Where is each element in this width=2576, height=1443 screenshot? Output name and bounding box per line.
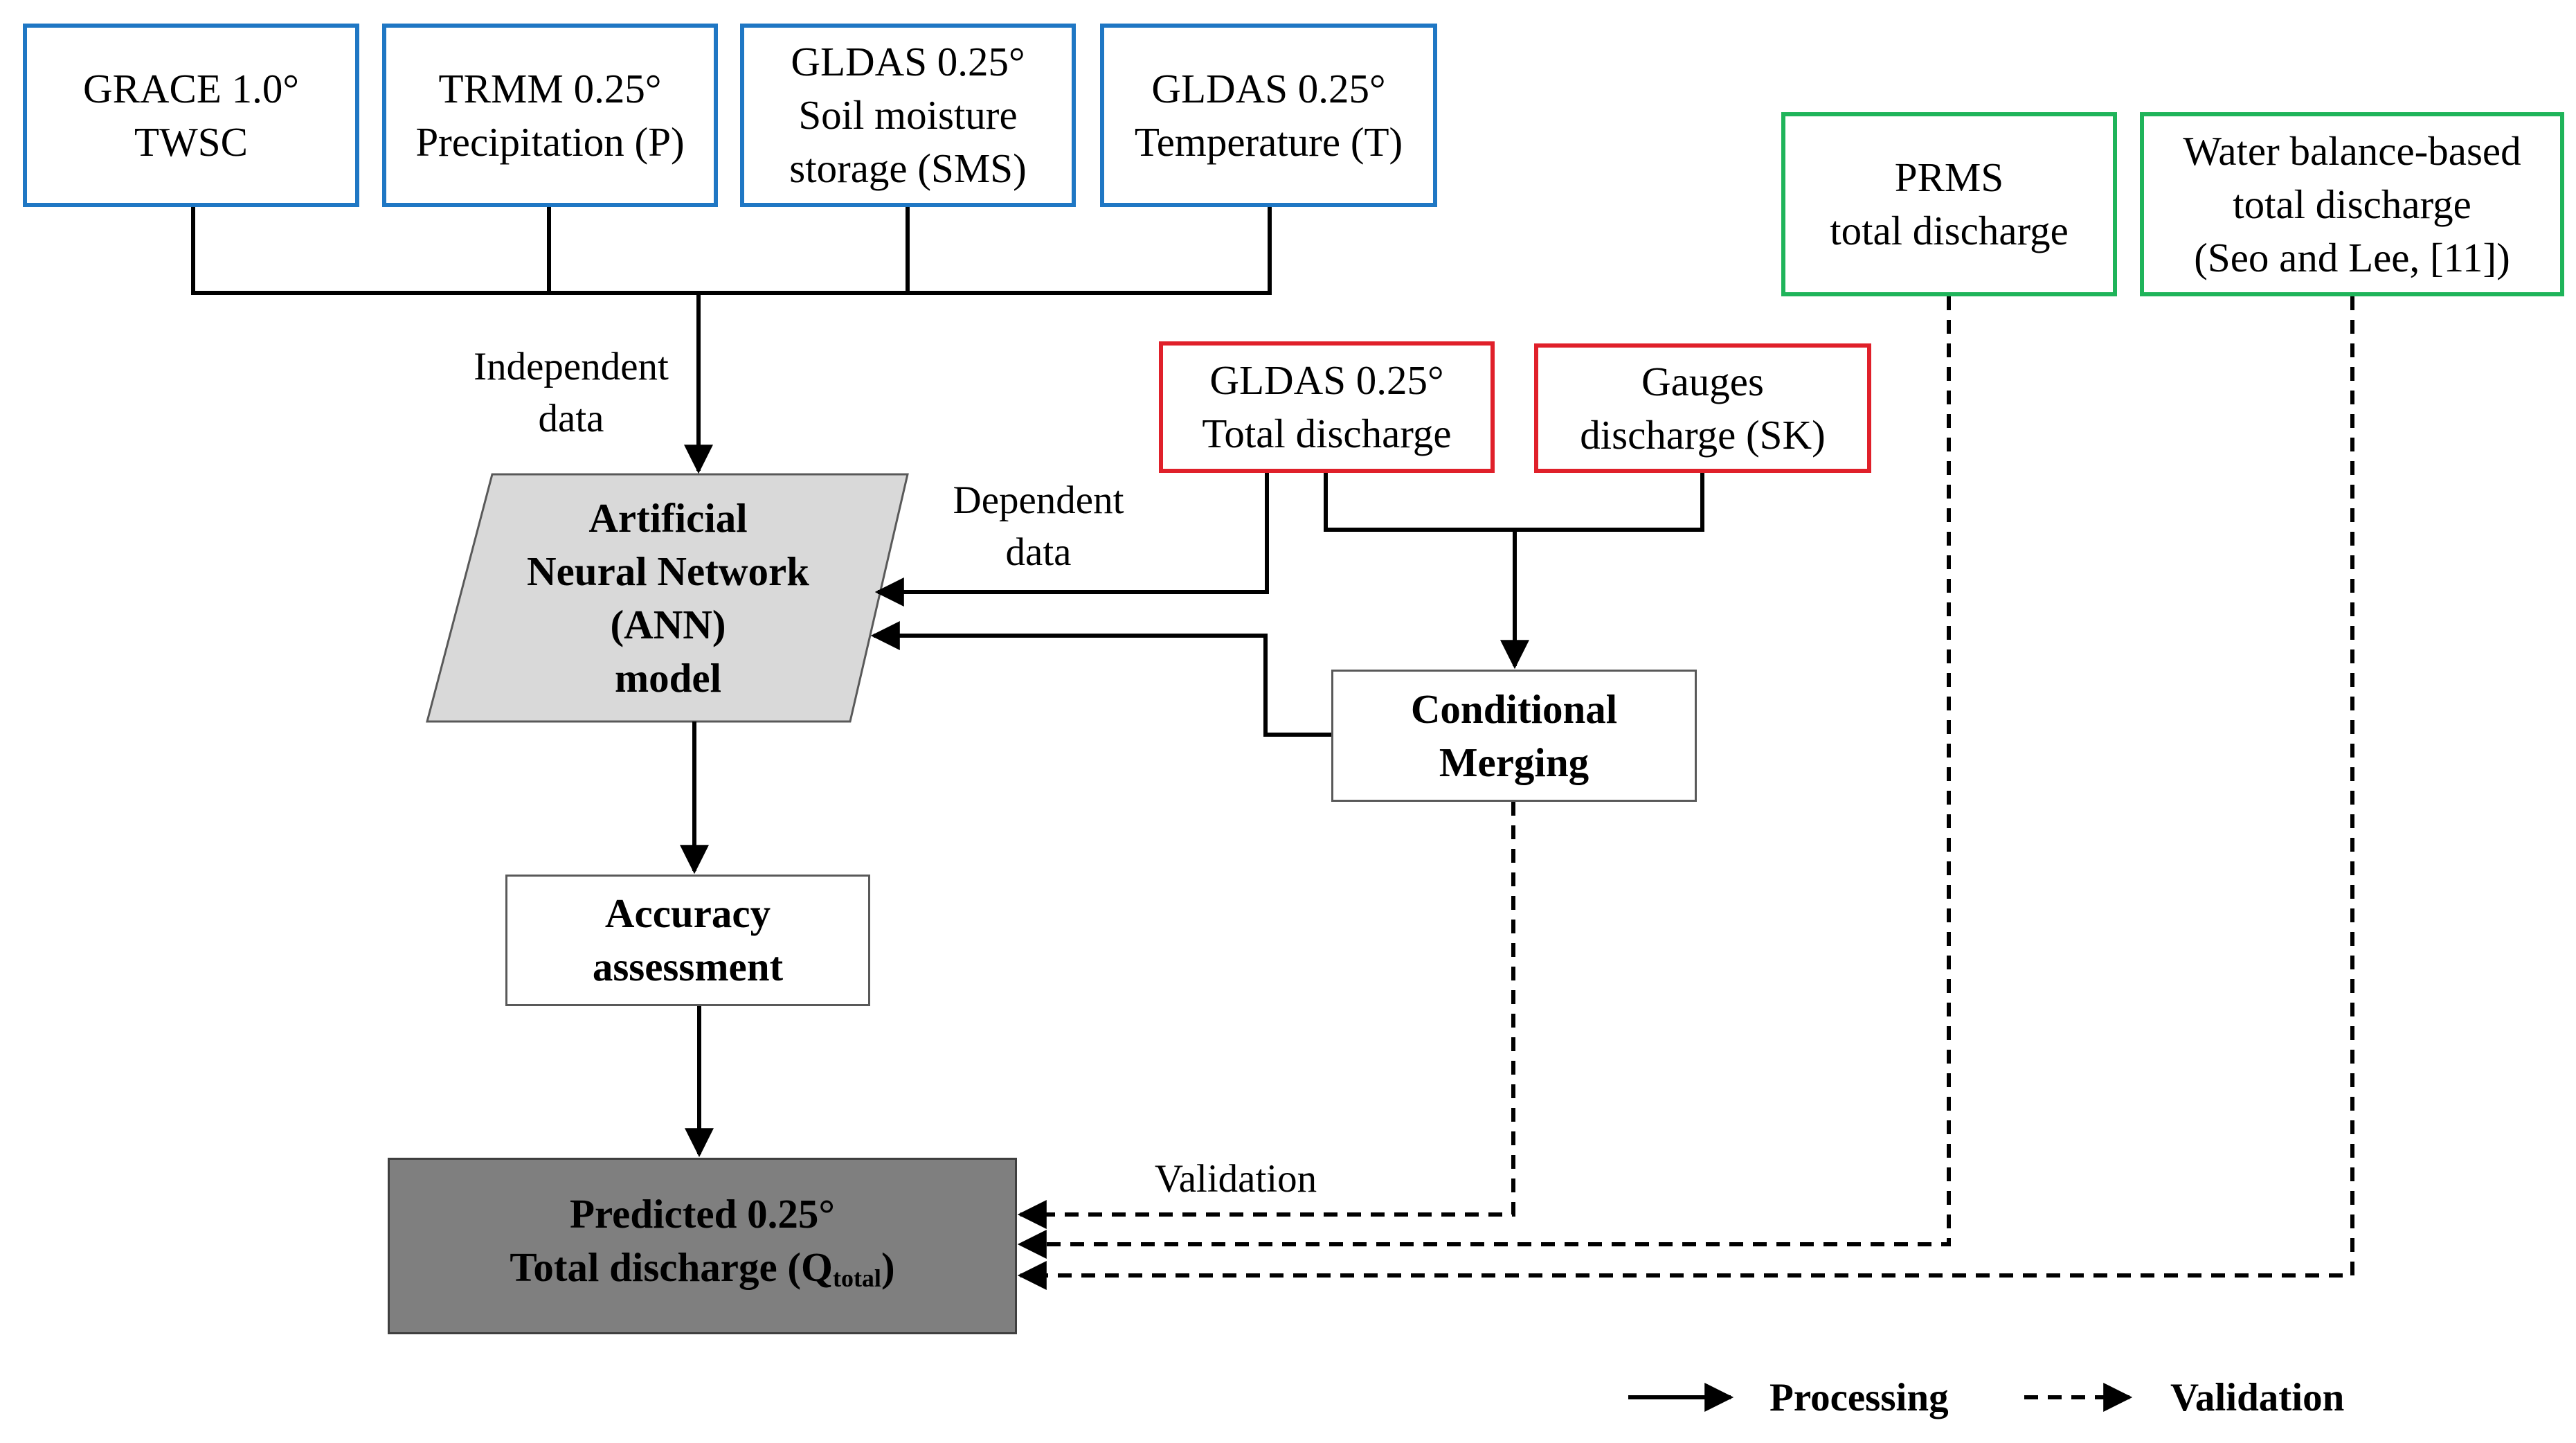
water-balance-variable: total discharge xyxy=(2233,181,2471,227)
trmm-precipitation-box: TRMM 0.25° Precipitation (P) xyxy=(382,24,718,207)
merging-line-2: Merging xyxy=(1439,739,1589,785)
gldas-sms-variable: Soil moisture xyxy=(798,92,1018,138)
grace-twsc-box: GRACE 1.0° TWSC xyxy=(23,24,359,207)
grace-title: GRACE 1.0° xyxy=(82,65,300,111)
ann-line-2: Neural Network xyxy=(527,548,809,594)
accuracy-assessment-box: Accuracy assessment xyxy=(505,875,870,1006)
merging-to-ann-arrow xyxy=(870,621,1331,737)
predicted-line-2-text: Total discharge (Q xyxy=(510,1244,833,1290)
merge-collector-lines xyxy=(1324,473,1704,532)
gauges-title: Gauges xyxy=(1641,358,1764,404)
independent-label-line-1: Independent xyxy=(474,345,669,388)
gldas-sms-variable-2: storage (SMS) xyxy=(789,145,1027,191)
grace-variable: TWSC xyxy=(134,118,248,165)
input-collector-lines xyxy=(191,207,1272,295)
water-balance-title: Water balance-based xyxy=(2183,127,2521,174)
trmm-variable: Precipitation (P) xyxy=(415,118,685,165)
validation-water-balance-line xyxy=(1017,296,2354,1290)
gldas-t-title: GLDAS 0.25° xyxy=(1151,65,1386,111)
predicted-line-2-close: ) xyxy=(881,1244,895,1290)
ann-line-3: (ANN) xyxy=(610,601,726,647)
prms-title: PRMS xyxy=(1894,154,2004,200)
dependent-label-line-1: Dependent xyxy=(953,478,1124,522)
validation-label-text: Validation xyxy=(1154,1157,1317,1201)
predicted-line-1: Predicted 0.25° xyxy=(570,1190,835,1237)
ann-line-4: model xyxy=(614,654,722,701)
validation-label: Validation xyxy=(1115,1153,1357,1205)
merging-line-1: Conditional xyxy=(1410,685,1618,732)
ann-shape xyxy=(426,473,909,723)
prms-discharge-box: PRMS total discharge xyxy=(1781,112,2117,296)
accuracy-line-2: assessment xyxy=(592,944,784,989)
validation-merging-line xyxy=(1017,802,1515,1229)
water-balance-discharge-box: Water balance-based total discharge (Seo… xyxy=(2140,112,2564,296)
predicted-discharge-box: Predicted 0.25° Total discharge (Qtotal) xyxy=(388,1158,1017,1334)
water-balance-citation: (Seo and Lee, [11]) xyxy=(2194,234,2510,280)
conditional-merging-box: Conditional Merging xyxy=(1331,670,1697,802)
gauges-variable: discharge (SK) xyxy=(1580,411,1826,458)
dependent-label-line-2: data xyxy=(1005,530,1072,574)
prms-variable: total discharge xyxy=(1830,208,2069,253)
gldas-q-title: GLDAS 0.25° xyxy=(1209,357,1444,403)
ann-line-1: Artificial xyxy=(588,494,748,541)
accuracy-line-1: Accuracy xyxy=(604,890,771,936)
gauges-discharge-box: Gauges discharge (SK) xyxy=(1534,343,1871,473)
dependent-data-arrow xyxy=(874,473,1269,607)
predicted-subscript: total xyxy=(832,1264,881,1292)
dependent-data-label: Dependent data xyxy=(928,474,1149,578)
independent-label-line-2: data xyxy=(538,397,604,440)
gldas-total-discharge-box: GLDAS 0.25° Total discharge xyxy=(1159,341,1495,473)
independent-data-label: Independent data xyxy=(457,341,685,445)
predicted-line-2: Total discharge (Qtotal) xyxy=(510,1241,894,1305)
gldas-soil-moisture-box: GLDAS 0.25° Soil moisture storage (SMS) xyxy=(740,24,1076,207)
legend-validation-label: Validation xyxy=(2170,1376,2345,1419)
gldas-sms-title: GLDAS 0.25° xyxy=(791,39,1025,84)
validation-prms-line xyxy=(1017,296,1951,1259)
trmm-title: TRMM 0.25° xyxy=(438,65,662,111)
ann-model-label: Artificial Neural Network (ANN) model xyxy=(457,474,879,722)
gldas-q-variable: Total discharge xyxy=(1202,411,1452,456)
gldas-temperature-box: GLDAS 0.25° Temperature (T) xyxy=(1100,24,1437,207)
gldas-t-variable: Temperature (T) xyxy=(1134,118,1403,165)
legend-processing-label: Processing xyxy=(1769,1376,1949,1419)
